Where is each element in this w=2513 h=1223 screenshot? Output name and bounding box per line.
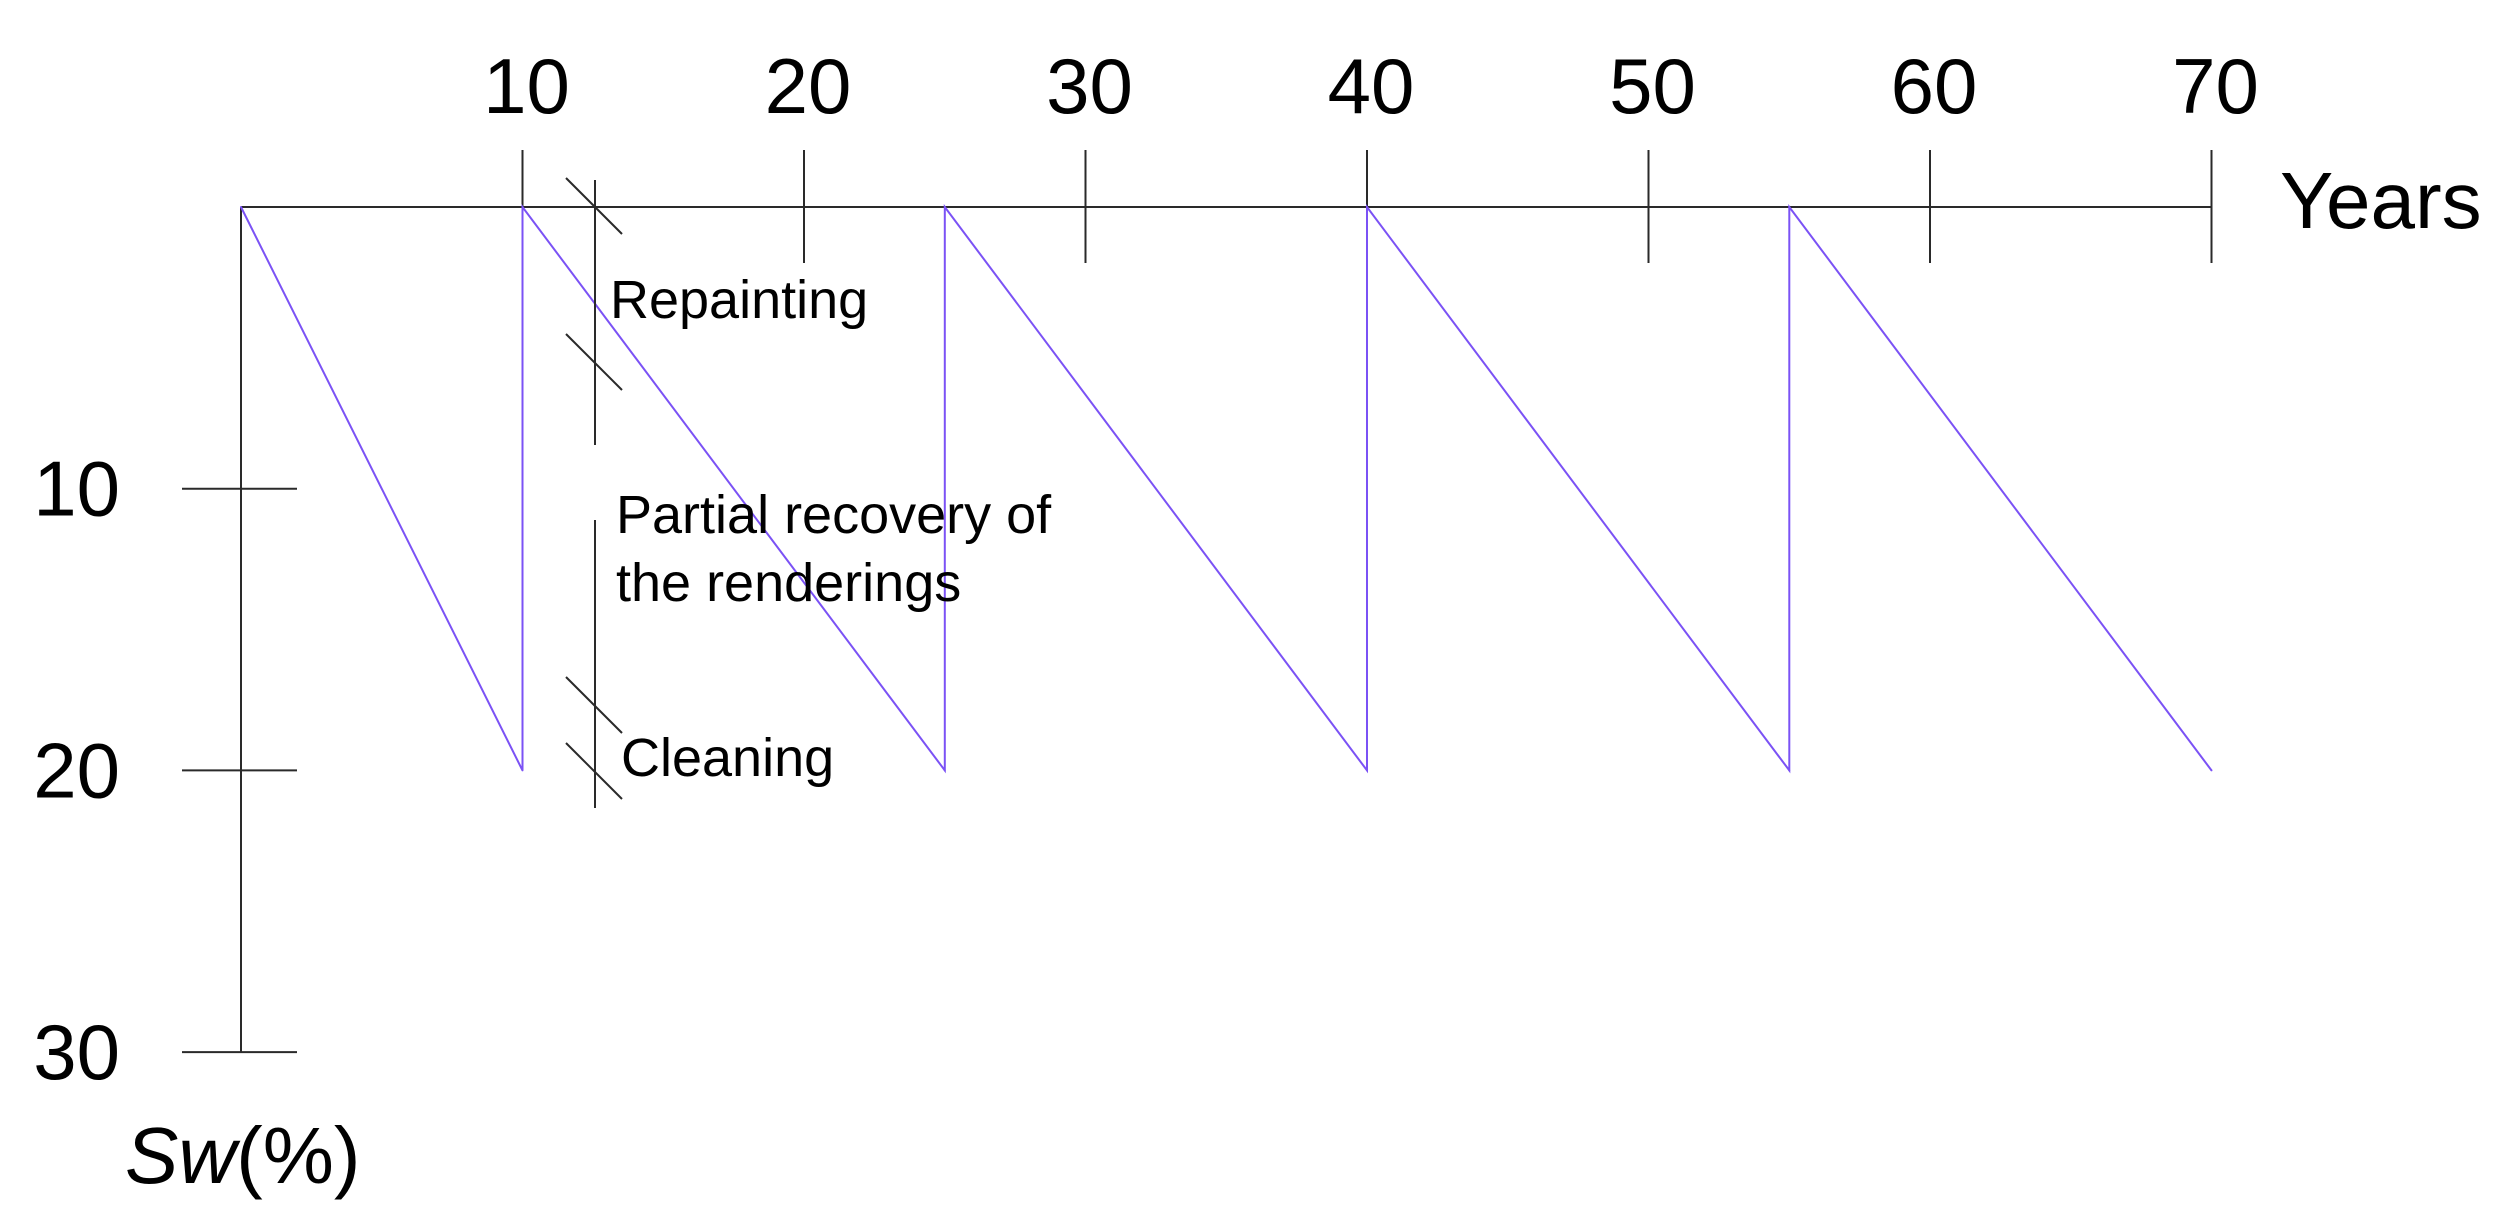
series-point [1788, 769, 1791, 772]
annotation-partial-line-2: the renderings [616, 553, 961, 613]
series-point [2210, 769, 2213, 772]
cleaning-marker-bottom [565, 742, 623, 800]
series-point [1366, 769, 1368, 772]
x-tick-label-20: 20 [765, 42, 852, 130]
series-point [1366, 206, 1368, 208]
x-tick-label-50: 50 [1609, 42, 1696, 130]
repainting-marker-bottom [565, 333, 623, 391]
series-point [1788, 206, 1791, 208]
repainting-marker-top [565, 177, 623, 235]
annotations: Repainting Partial recovery of the rende… [565, 177, 1052, 808]
x-tick-label-30: 30 [1046, 42, 1133, 130]
y-tick-label-10: 10 [33, 445, 120, 533]
y-tick-label-30: 30 [33, 1008, 120, 1096]
x-axis-label: Years [2280, 156, 2482, 245]
y-axis-label-italic: Sw [125, 1111, 241, 1200]
x-tick-label-60: 60 [1891, 42, 1978, 130]
series-point [521, 769, 524, 772]
series-point [943, 769, 946, 772]
annotation-partial-line-1: Partial recovery of [616, 485, 1052, 545]
series-point [240, 206, 242, 208]
y-axis-label: Sw(%) [125, 1111, 361, 1200]
annotation-repainting: Repainting [610, 270, 868, 330]
series-point [521, 206, 524, 208]
y-tick-label-20: 20 [33, 726, 120, 814]
x-tick-label-10: 10 [483, 42, 570, 130]
axes [240, 206, 2212, 1053]
cleaning-marker-top [565, 676, 623, 734]
annotation-cleaning: Cleaning [621, 728, 834, 788]
ticks [182, 150, 2213, 1054]
series [240, 203, 2213, 774]
series-point [943, 206, 946, 208]
x-tick-label-40: 40 [1328, 42, 1415, 130]
y-axis-label-unit: (%) [236, 1111, 360, 1200]
tick-labels: 10 20 30 40 50 60 70 10 20 30 [33, 42, 2259, 1096]
x-tick-label-70: 70 [2172, 42, 2259, 130]
series-line-0 [240, 203, 2213, 774]
